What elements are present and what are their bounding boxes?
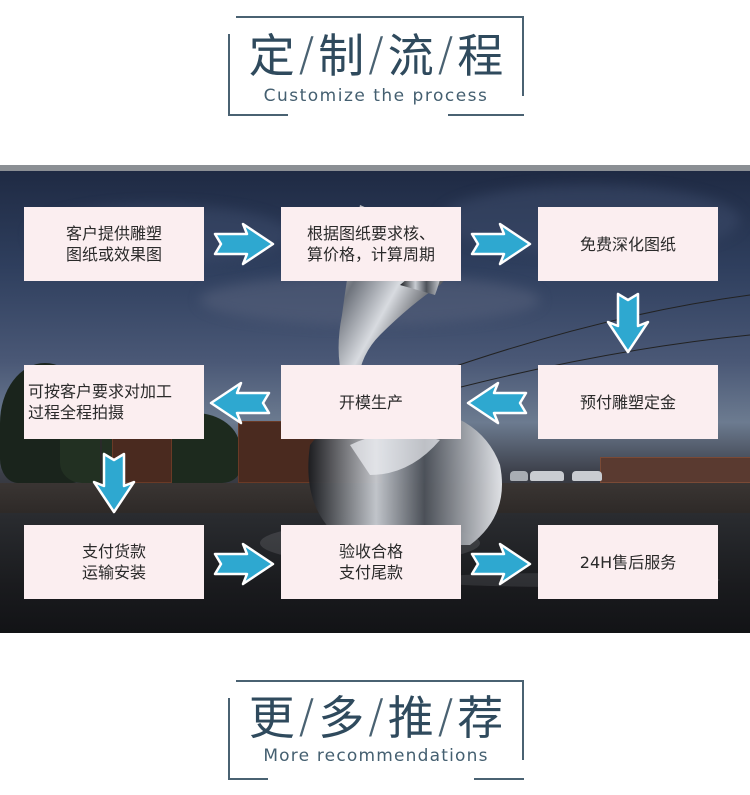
title-separator: / [437, 689, 454, 743]
section-subtitle-customize: Customize the process [263, 86, 489, 106]
process-step-5: 开模生产 [281, 365, 461, 439]
step-label: 免费深化图纸 [579, 234, 676, 254]
title-char: 流 [387, 29, 434, 83]
title-char: 定 [248, 29, 295, 83]
process-step-7: 支付货款 运输安装 [24, 525, 204, 599]
arrow-left-icon [209, 381, 271, 425]
process-step-8: 验收合格 支付尾款 [281, 525, 461, 599]
arrow-left-icon [466, 381, 528, 425]
section-header-recommendations: 更/多/推/荐 More recommendations [228, 680, 524, 780]
power-lines [429, 294, 750, 396]
title-char: 推 [387, 691, 434, 745]
process-step-2: 根据图纸要求核、 算价格，计算周期 [281, 207, 461, 281]
title-char: 程 [457, 29, 504, 83]
section-header-customize: 定/制/流/程 Customize the process [228, 16, 524, 116]
title-separator: / [368, 689, 384, 743]
title-separator: / [298, 27, 315, 81]
title-separator: / [298, 689, 315, 743]
step-label: 客户提供雕塑 图纸或效果图 [65, 224, 162, 264]
arrow-right-icon [213, 222, 275, 266]
process-step-4: 可按客户要求对加工 过程全程拍摄 [24, 365, 204, 439]
step-label: 支付货款 运输安装 [81, 542, 146, 582]
process-step-1: 客户提供雕塑 图纸或效果图 [24, 207, 204, 281]
process-step-6: 预付雕塑定金 [538, 365, 718, 439]
car [510, 471, 528, 481]
arrow-right-icon [213, 542, 275, 586]
process-step-3: 免费深化图纸 [538, 207, 718, 281]
building [600, 457, 750, 483]
step-label: 可按客户要求对加工 过程全程拍摄 [28, 382, 173, 422]
arrow-right-icon [470, 222, 532, 266]
step-label: 24H售后服务 [579, 552, 677, 572]
title-separator: / [437, 27, 454, 81]
page-title-customize: 定/制/流/程 [228, 27, 524, 84]
step-label: 根据图纸要求核、 算价格，计算周期 [306, 224, 435, 264]
car [572, 471, 602, 481]
arrow-down-icon [606, 292, 650, 354]
process-step-9: 24H售后服务 [538, 525, 718, 599]
scene-top-border [0, 165, 750, 171]
page-title-recommendations: 更/多/推/荐 [228, 689, 524, 746]
title-char: 多 [318, 691, 365, 745]
step-label: 预付雕塑定金 [579, 392, 676, 412]
step-label: 验收合格 支付尾款 [338, 542, 403, 582]
car [530, 471, 564, 481]
arrow-right-icon [470, 542, 532, 586]
title-separator: / [368, 27, 384, 81]
step-label: 开模生产 [338, 392, 403, 412]
title-char: 制 [318, 29, 365, 83]
title-char: 更 [248, 691, 295, 745]
arrow-down-icon [92, 452, 136, 514]
section-subtitle-recommendations: More recommendations [263, 746, 489, 766]
title-char: 荐 [457, 691, 504, 745]
